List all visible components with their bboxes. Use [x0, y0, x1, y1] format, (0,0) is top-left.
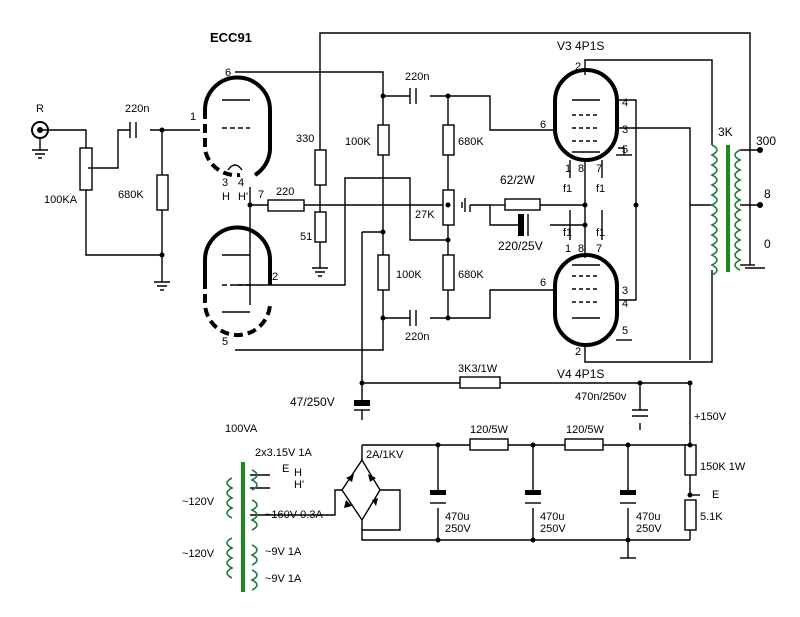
ground-symbols: [154, 154, 636, 559]
ot-300-label: 300: [756, 134, 776, 148]
psu-h2: H': [294, 479, 304, 491]
psu-r1: 120/5W: [470, 424, 509, 436]
v4-pin-8: 8: [578, 243, 584, 255]
pin-2: 2: [272, 271, 278, 283]
v3-f1a: f1: [563, 183, 572, 195]
v3-pin-5: 5: [622, 144, 628, 156]
r-grid-label: 680K: [118, 189, 144, 201]
bridge-rectifier: [341, 458, 381, 522]
junction-dots: [159, 93, 693, 543]
r-5k1-label: 5.1K: [700, 511, 723, 523]
c-in-label: 220n: [125, 103, 149, 115]
wiring: [39, 32, 758, 558]
jack-label: R: [36, 103, 44, 115]
c-220-label: 220/25V: [498, 239, 543, 253]
psu-c3: 470u: [636, 511, 660, 523]
r-51-label: 51: [300, 231, 312, 243]
c-470n-label: 470n/250v: [575, 391, 627, 403]
volume-pot: [79, 147, 95, 191]
psu-aux2: ~9V 1A: [265, 573, 302, 585]
v4-f1a: f1: [563, 227, 572, 239]
v4-label: V4 4P1S: [557, 367, 604, 381]
r-330-label: 330: [296, 133, 314, 145]
v4-pin-3: 3: [622, 285, 628, 297]
psu-c2: 470u: [540, 511, 564, 523]
psu-c3v: 250V: [636, 523, 662, 535]
b-plus-label: +150V: [694, 411, 727, 423]
c-top-label: 220n: [405, 71, 429, 83]
v3-pin-3: 3: [622, 124, 628, 136]
ot-0-label: 0: [764, 237, 771, 251]
v3-label: V3 4P1S: [557, 39, 604, 53]
v3-pin-6: 6: [540, 119, 546, 131]
v3-pin-8: 8: [578, 163, 584, 175]
pot-label: 100KA: [44, 194, 78, 206]
v4-pin-1: 1: [565, 243, 571, 255]
psu-c1: 470u: [445, 511, 469, 523]
v4-pin-4: 4: [622, 298, 628, 310]
psu-hv: ~160V 0.3A: [265, 509, 323, 521]
heater-h: H: [222, 191, 230, 203]
pin-3: 3: [222, 177, 228, 189]
psu-pri2: ~120V: [182, 548, 215, 560]
r-150k-label: 150K 1W: [700, 461, 746, 473]
heater-h2: H': [238, 191, 248, 203]
psu-c1v: 250V: [445, 523, 471, 535]
psu-he: E: [282, 463, 289, 475]
pin-7: 7: [258, 189, 264, 201]
ecc91-label: ECC91: [210, 30, 252, 45]
power-transformer: [226, 462, 258, 592]
e-label: E: [712, 489, 719, 501]
ecc91-tube: [202, 75, 272, 338]
input-jack: [31, 121, 49, 159]
v4-pin-7: 7: [596, 243, 602, 255]
r-62-label: 62/2W: [500, 173, 535, 187]
pin-1: 1: [190, 111, 196, 123]
c-bot-label: 220n: [405, 331, 429, 343]
v4-tube: [553, 253, 619, 347]
r-3k3-label: 3K3/1W: [458, 363, 498, 375]
ot-8-label: 8: [764, 187, 771, 201]
r-680k-top-label: 680K: [458, 136, 484, 148]
r-680k-bot-label: 680K: [458, 269, 484, 281]
pin-5: 5: [222, 336, 228, 348]
psu-c2v: 250V: [540, 523, 566, 535]
v3-tube: [553, 68, 619, 162]
v4-pin-5: 5: [622, 325, 628, 337]
psu-power: 100VA: [225, 423, 258, 435]
ot-primary-label: 3K: [718, 125, 733, 139]
v3-pin-7: 7: [596, 163, 602, 175]
output-transformer: [710, 144, 765, 276]
v3-f1b: f1: [596, 183, 605, 195]
v3-pin-2: 2: [575, 61, 581, 73]
psu-r2: 120/5W: [566, 424, 605, 436]
pin-6: 6: [225, 67, 231, 79]
r-220-label: 220: [276, 186, 294, 198]
psu-aux1: ~9V 1A: [265, 546, 302, 558]
r-100k-top-label: 100K: [345, 136, 371, 148]
psu-bridge: 2A/1KV: [366, 449, 404, 461]
r-100k-bot-label: 100K: [396, 269, 422, 281]
v4-pin-6: 6: [540, 277, 546, 289]
v4-pin-2: 2: [575, 346, 581, 358]
labels: ECC91 V3 4P1S V4 4P1S R 100KA 6 1 3 4 H …: [36, 30, 776, 585]
v4-f1b: f1: [596, 227, 605, 239]
capacitors: [129, 88, 648, 504]
r-27k-label: 27K: [415, 209, 435, 221]
c-47-label: 47/250V: [290, 395, 335, 409]
psu-h: H: [294, 467, 302, 479]
pin-4: 4: [238, 177, 244, 189]
psu-pri1: ~120V: [182, 496, 215, 508]
v3-pin-1: 1: [565, 163, 571, 175]
v3-pin-4: 4: [622, 97, 628, 109]
resistors: [156, 124, 697, 531]
psu-heater: 2x3.15V 1A: [255, 447, 313, 459]
